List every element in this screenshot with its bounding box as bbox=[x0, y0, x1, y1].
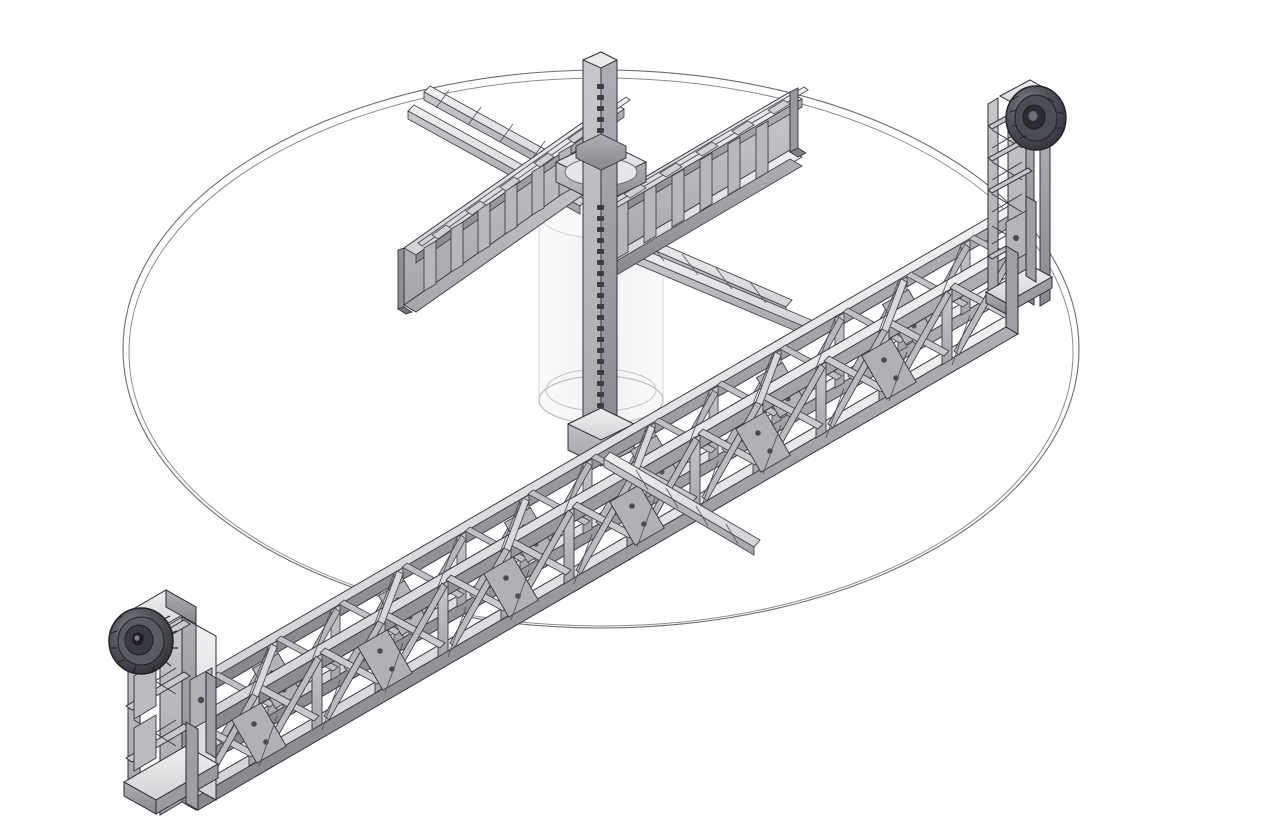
main-truss-bridge bbox=[185, 195, 1037, 811]
lower-rake-arm bbox=[603, 451, 761, 556]
truss-end-plate-left bbox=[185, 671, 217, 811]
center-column bbox=[554, 51, 648, 471]
cross-arm-upper-right bbox=[595, 86, 809, 281]
drive-wheel-left bbox=[108, 607, 178, 675]
drive-wheel-right bbox=[1005, 85, 1067, 151]
truss-end-plate-right bbox=[1005, 195, 1037, 335]
